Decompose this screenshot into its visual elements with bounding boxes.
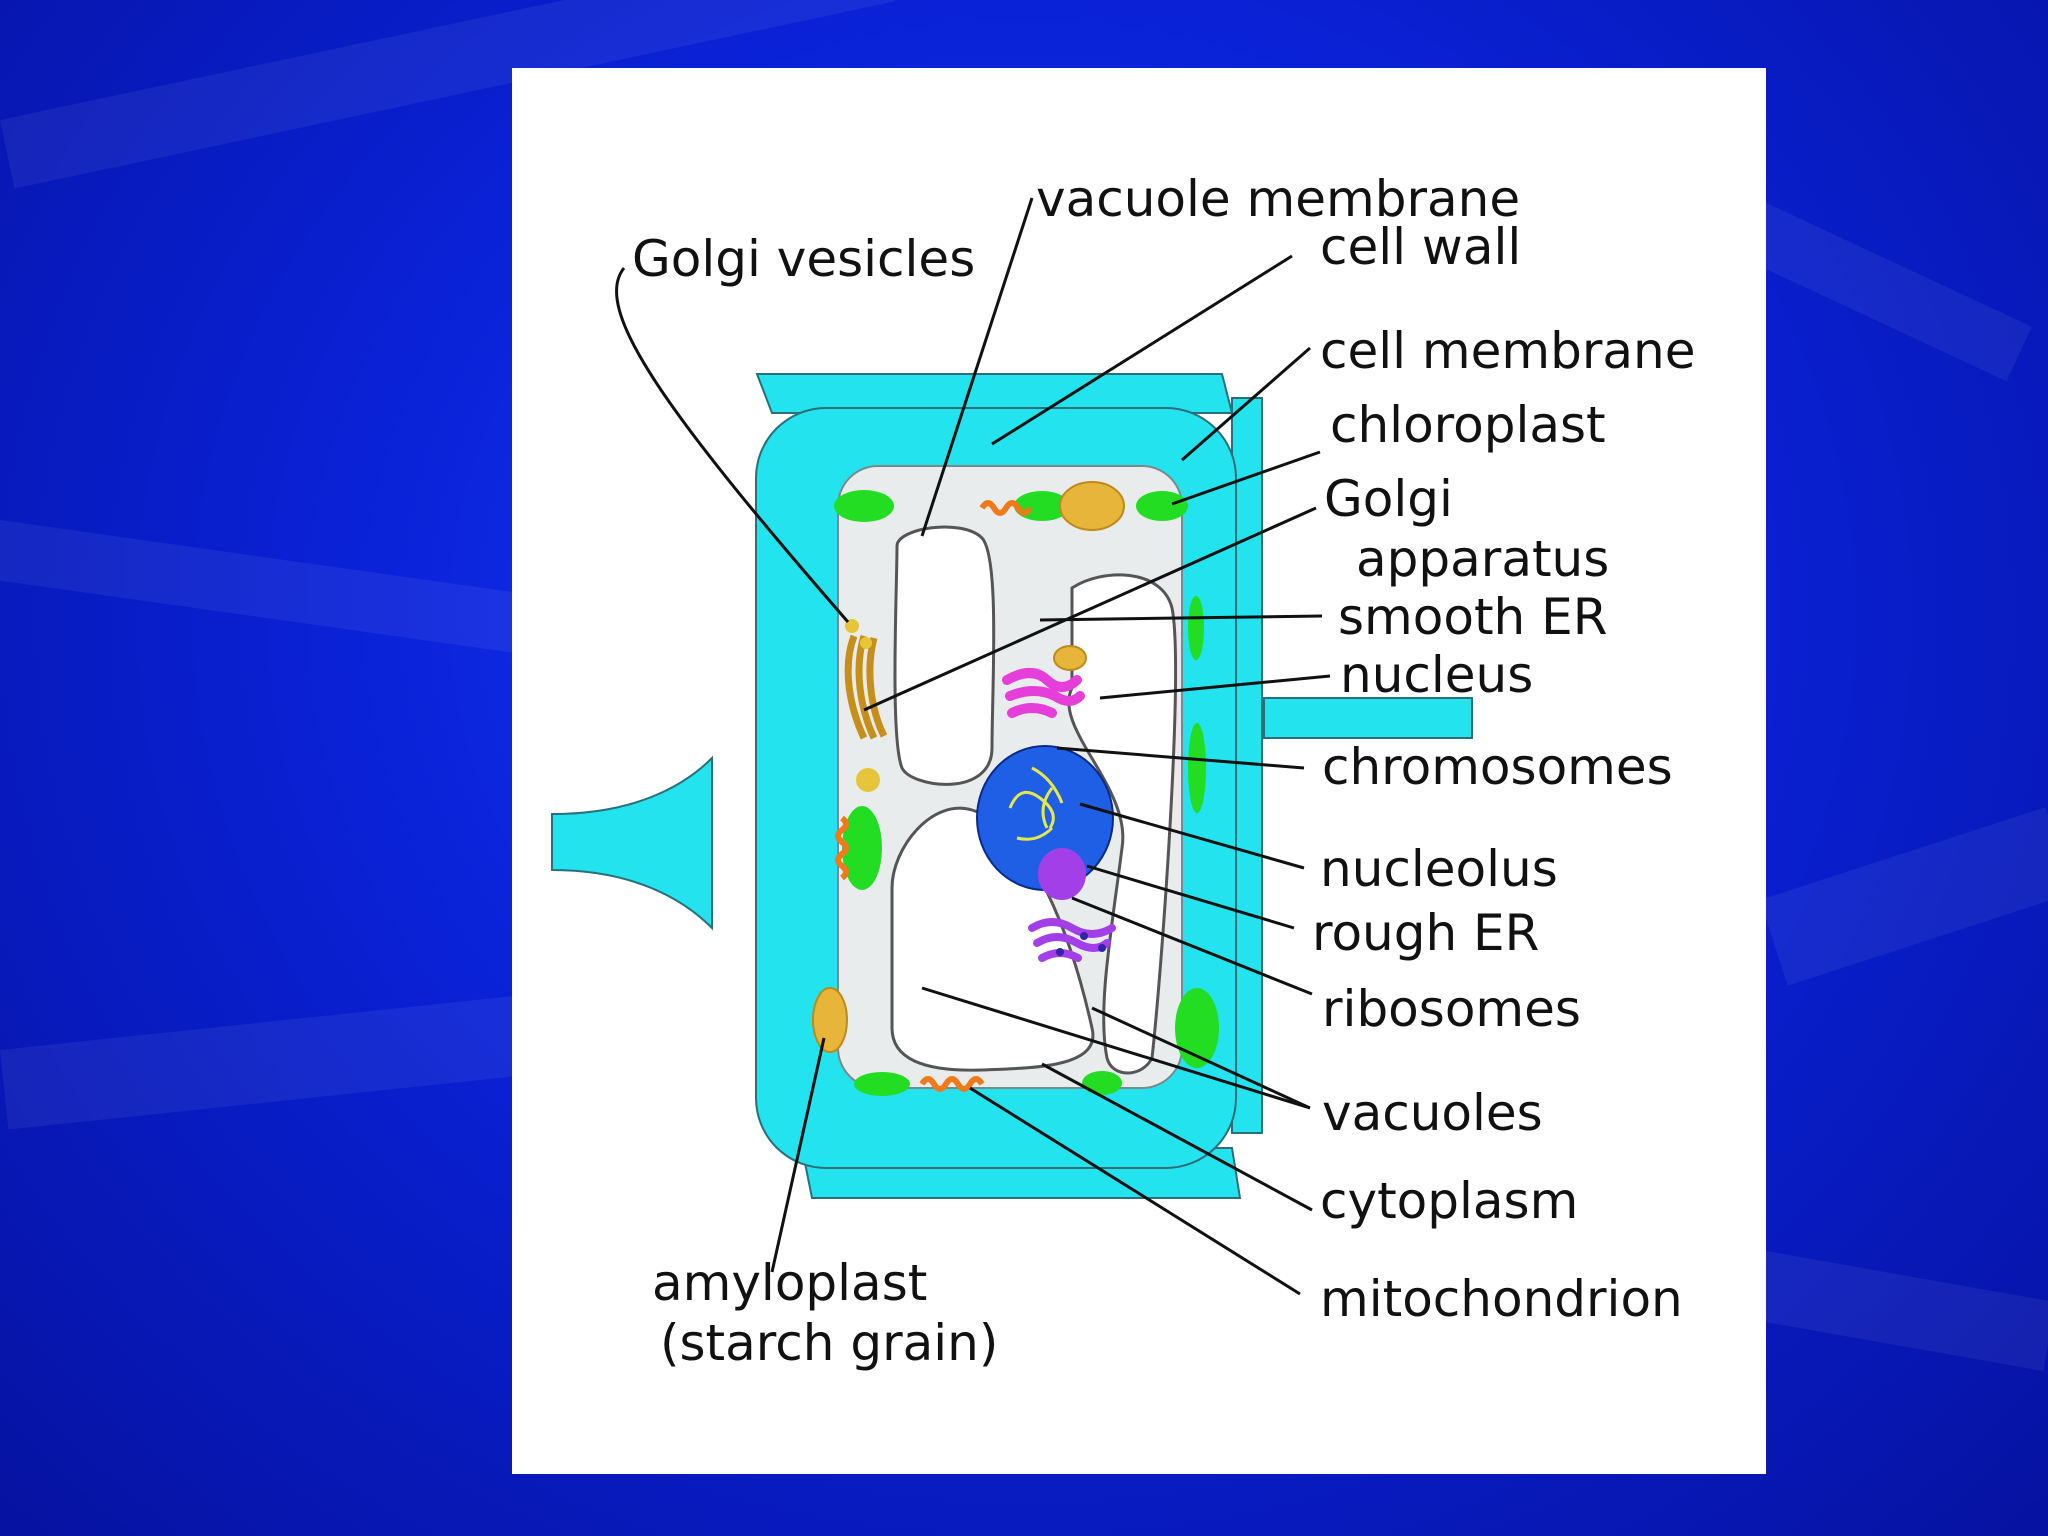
label-ribosomes: ribosomes bbox=[1322, 980, 1581, 1038]
leader-line-smooth-er bbox=[1039, 614, 1323, 622]
label-mitochondrion: mitochondrion bbox=[1320, 1270, 1683, 1328]
chloroplast bbox=[1175, 988, 1219, 1068]
leader-line-rough-er bbox=[1086, 864, 1295, 930]
leader-line-nucleolus bbox=[1079, 802, 1305, 870]
leader-line-cell-wall bbox=[991, 254, 1293, 446]
background-ray bbox=[1734, 200, 2032, 382]
leader-line-golgi-apparatus bbox=[863, 506, 1317, 712]
leader-line-cell-membrane bbox=[1181, 346, 1311, 462]
label-starch-grain: (starch grain) bbox=[660, 1314, 998, 1372]
label-chloroplast: chloroplast bbox=[1330, 396, 1606, 454]
neighbor-cell-wall-left bbox=[551, 755, 713, 931]
label-nucleus: nucleus bbox=[1340, 646, 1533, 704]
chloroplast bbox=[854, 1072, 910, 1096]
ribosome bbox=[1080, 932, 1088, 940]
leader-line-cytoplasm bbox=[1041, 1062, 1313, 1212]
neighbor-cell-wall-right-branch bbox=[1263, 697, 1473, 739]
leader-line-vacuole-membrane bbox=[920, 197, 1034, 537]
label-nucleolus: nucleolus bbox=[1320, 840, 1558, 898]
leader-line-chromosomes bbox=[1056, 746, 1305, 770]
nucleolus bbox=[1038, 848, 1086, 900]
smooth-er bbox=[1002, 668, 1085, 718]
label-cell-wall: cell wall bbox=[1320, 218, 1521, 276]
amyloplast bbox=[812, 987, 848, 1053]
label-vacuole-membrane: vacuole membrane bbox=[1036, 170, 1520, 228]
chloroplast bbox=[1188, 723, 1206, 813]
label-rough-er: rough ER bbox=[1312, 904, 1539, 962]
label-chromosomes: chromosomes bbox=[1322, 738, 1673, 796]
label-golgi-vesicles: Golgi vesicles bbox=[632, 230, 975, 288]
mitochondrion bbox=[979, 500, 1033, 516]
diagram-panel: vacuole membrane Golgi vesicles cell wal… bbox=[512, 68, 1766, 1474]
background-ray bbox=[1760, 807, 2048, 986]
chloroplast bbox=[842, 806, 882, 890]
chromosomes bbox=[1008, 766, 1064, 841]
golgi-vesicle bbox=[860, 637, 872, 649]
label-smooth-er: smooth ER bbox=[1338, 588, 1607, 646]
mitochondrion bbox=[835, 815, 849, 881]
leader-line-chloroplast bbox=[1171, 450, 1321, 506]
label-vacuoles: vacuoles bbox=[1322, 1084, 1543, 1142]
vacuole-upper bbox=[893, 525, 996, 786]
label-apparatus: apparatus bbox=[1356, 530, 1609, 588]
background-ray bbox=[1747, 1250, 2048, 1372]
leader-line-vacuoles-b bbox=[1091, 1006, 1311, 1110]
ribosome bbox=[1056, 948, 1064, 956]
chloroplast bbox=[1136, 491, 1188, 521]
label-cytoplasm: cytoplasm bbox=[1320, 1172, 1578, 1230]
neighbor-cell-wall-top bbox=[755, 373, 1234, 414]
leader-line-nucleus bbox=[1099, 674, 1331, 700]
label-cell-membrane: cell membrane bbox=[1320, 322, 1696, 380]
leader-line-vacuoles-a bbox=[921, 986, 1311, 1110]
leader-line-amyloplast bbox=[770, 1037, 826, 1273]
golgi-vesicle bbox=[845, 619, 859, 633]
leader-line-ribosomes bbox=[1071, 896, 1313, 996]
label-amyloplast: amyloplast bbox=[652, 1254, 927, 1312]
vacuole-large bbox=[890, 806, 1095, 1072]
amyloplast bbox=[1059, 481, 1125, 531]
mitochondrion bbox=[919, 1076, 985, 1092]
chloroplast bbox=[1188, 596, 1204, 660]
plant-cell-diagram: vacuole membrane Golgi vesicles cell wal… bbox=[551, 170, 1696, 1372]
leader-line-golgi-vesicles bbox=[615, 267, 850, 623]
leader-line-mitochondrion bbox=[969, 1086, 1301, 1296]
label-golgi: Golgi bbox=[1324, 470, 1453, 528]
ribosome bbox=[1098, 944, 1106, 952]
vacuole-right bbox=[1067, 573, 1177, 1075]
chloroplast bbox=[1082, 1071, 1122, 1095]
golgi-vesicle bbox=[856, 768, 880, 792]
chloroplast bbox=[834, 490, 894, 522]
amyloplast bbox=[1053, 645, 1087, 671]
